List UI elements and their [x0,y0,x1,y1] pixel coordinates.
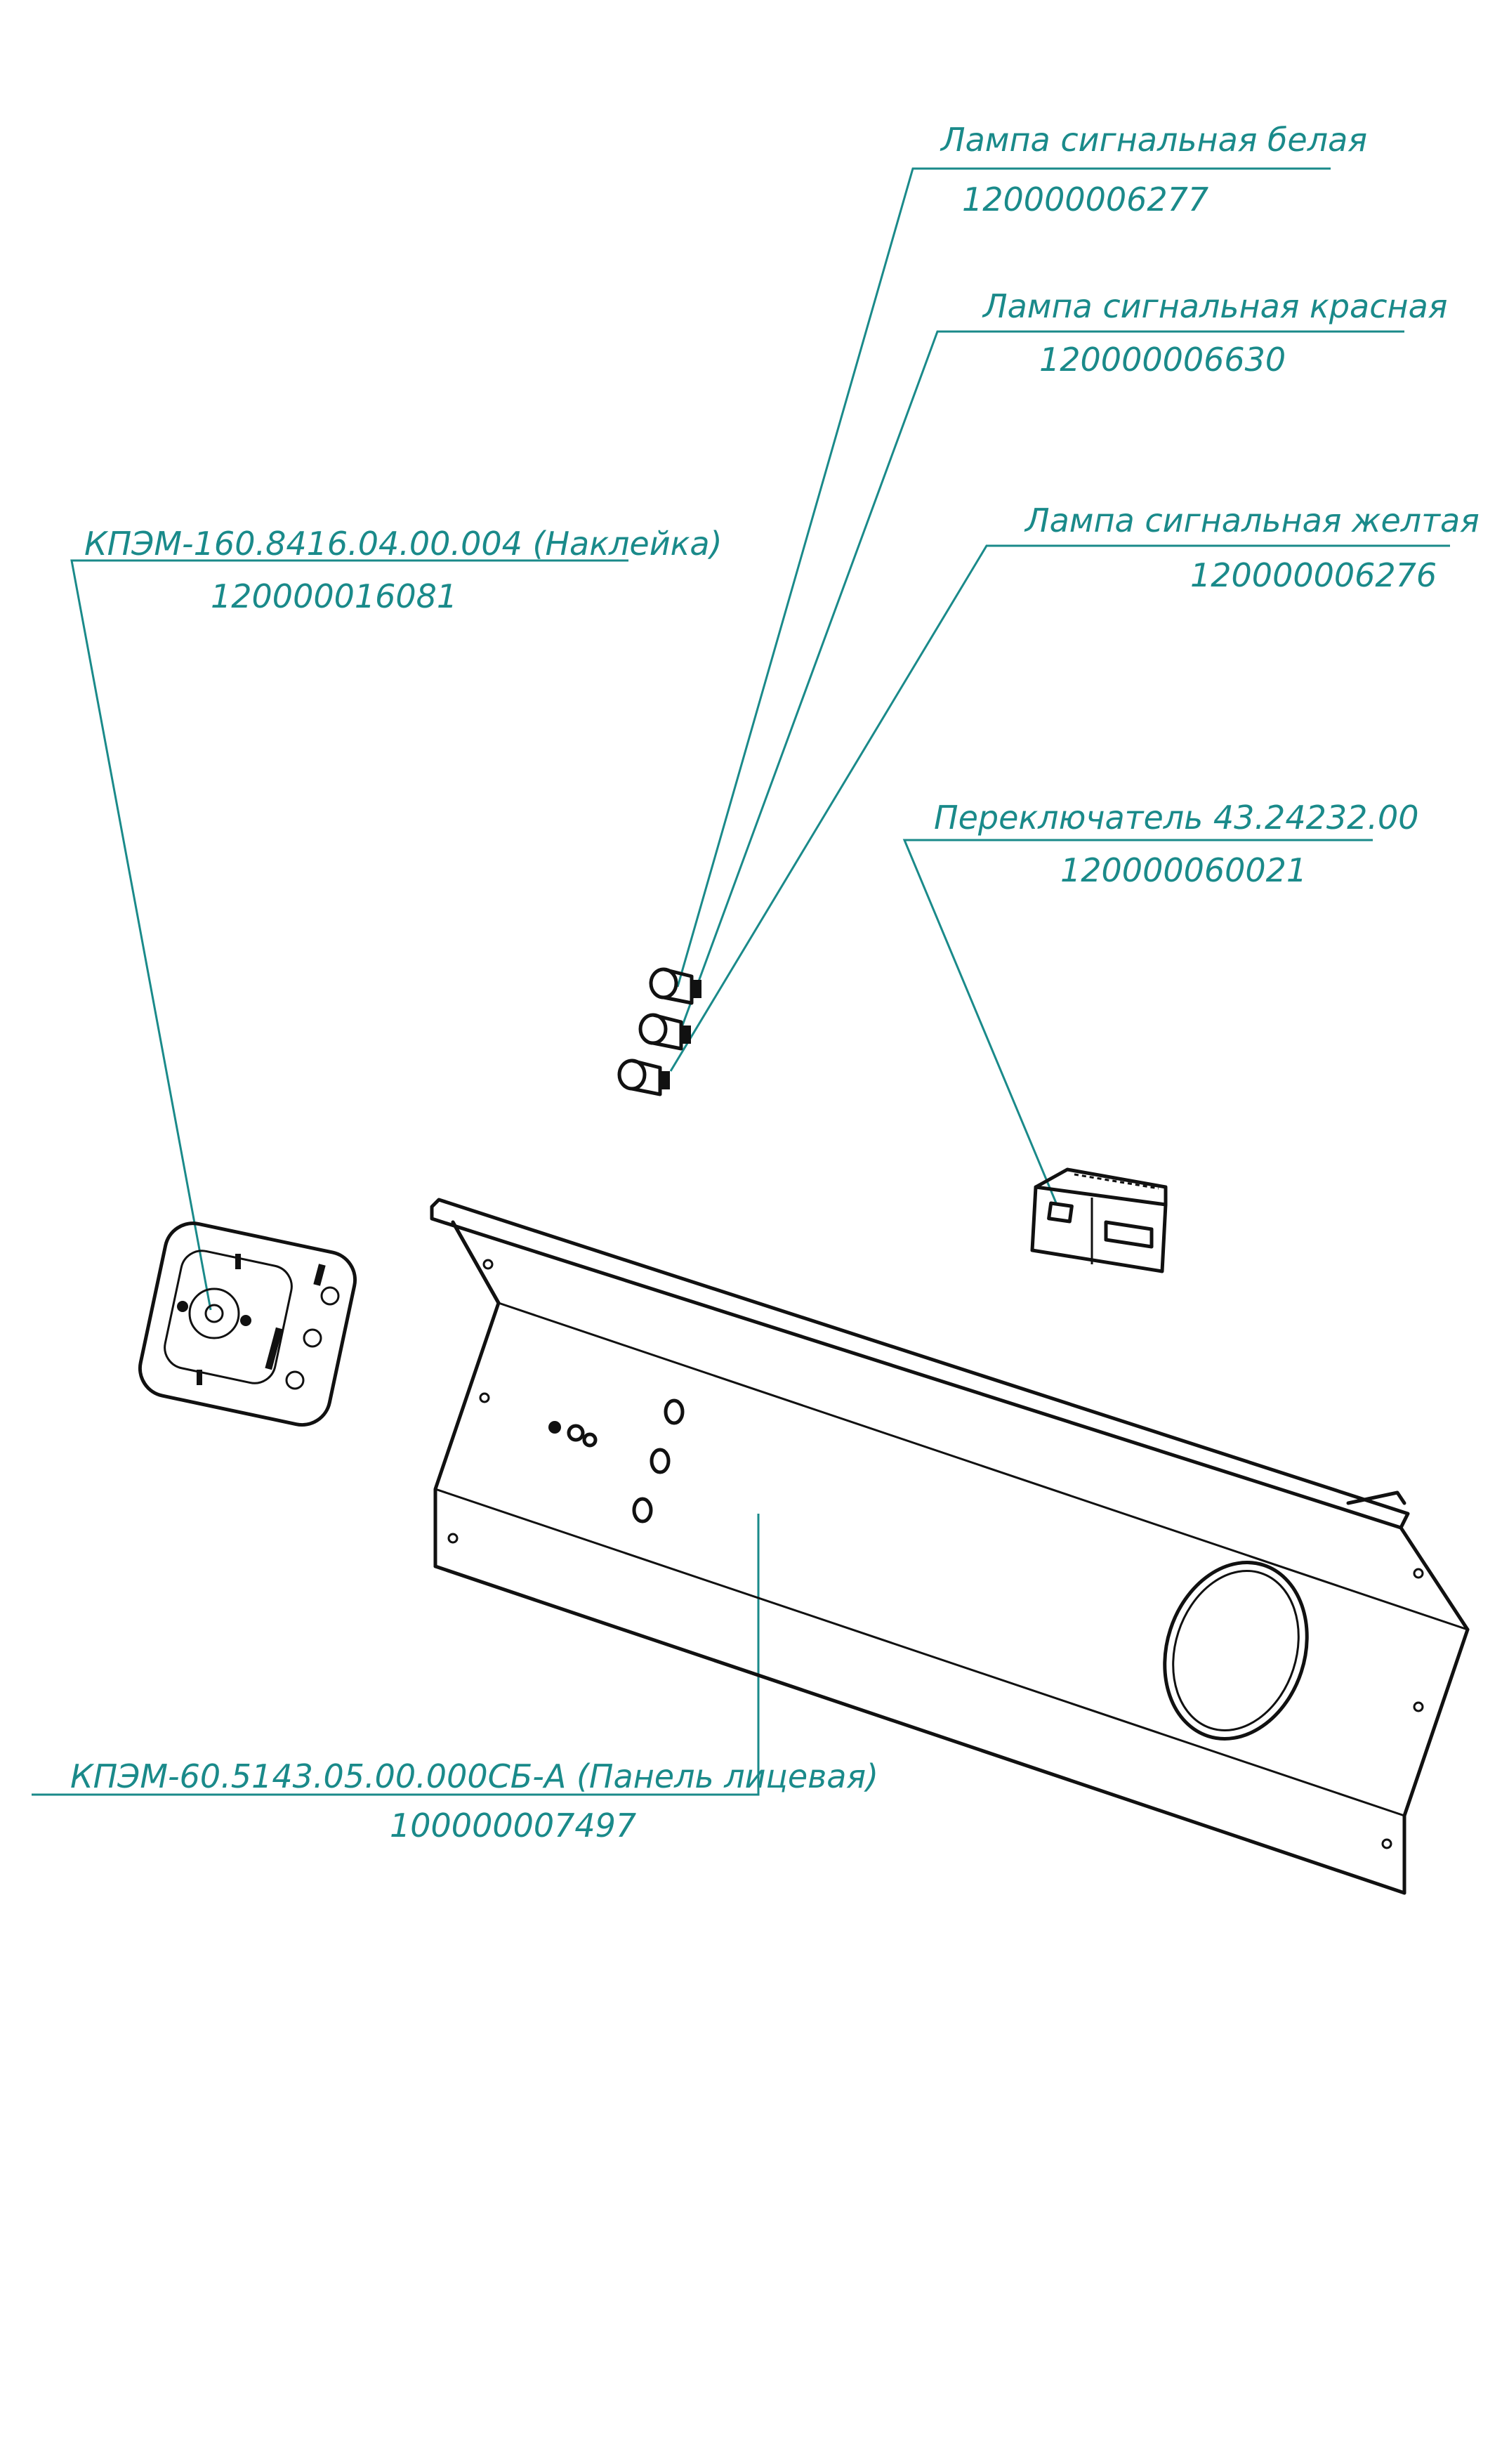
lamp-yellow-code: 120000006276 [1190,556,1437,594]
lamp-yellow-name: Лампа сигнальная желтая [1024,502,1480,539]
lamp-red-name: Лампа сигнальная красная [982,287,1447,325]
sticker-part [138,1221,357,1427]
front-panel-code: 100000007497 [390,1807,636,1844]
switch-name: Переключатель 43.24232.00 [934,799,1419,837]
switch-part [1030,1167,1168,1273]
sticker-name: КПЭМ-160.8416.04.00.004 (Наклейка) [84,525,723,563]
lamp-white-part [649,967,701,1005]
front-panel-part [430,1198,1470,1895]
leader-switch [902,839,1373,1205]
leader-lamp-red [680,330,1404,1030]
signal-lamps [617,967,701,1096]
switch-code: 120000060021 [1060,851,1307,889]
front-panel-name: КПЭМ-60.5143.05.00.000СБ-А (Панель лицев… [70,1757,878,1795]
lamp-white-name: Лампа сигнальная белая [940,121,1367,159]
sticker-code: 120000016081 [211,577,457,615]
leader-lamp-white [676,167,1331,988]
leader-front-panel [32,1514,760,1796]
leader-lamp-yellow [669,544,1450,1072]
leader-lines [32,167,1450,1796]
lamp-red-part [638,1013,691,1051]
callout-labels: Лампа сигнальная белая 120000006277 Ламп… [70,121,1480,1844]
leader-sticker [70,559,628,1311]
lamp-yellow-part [617,1059,670,1096]
lamp-red-code: 120000006630 [1039,341,1286,379]
lamp-white-code: 120000006277 [962,181,1208,218]
